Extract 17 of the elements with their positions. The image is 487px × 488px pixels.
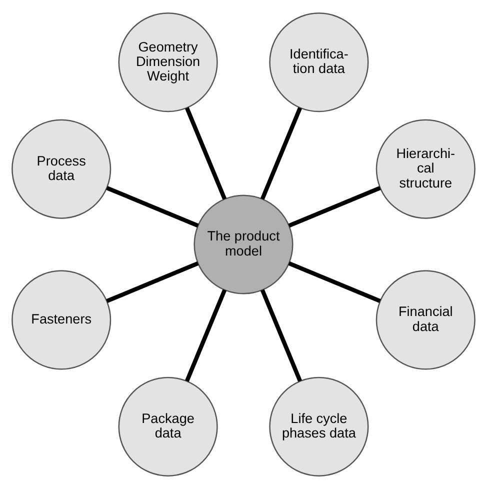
- node-circle: Identifica- tion data: [269, 12, 369, 112]
- connector: [288, 260, 381, 303]
- connector: [288, 185, 381, 228]
- connector: [184, 106, 227, 200]
- node-circle: Geometry Dimension Weight: [118, 12, 218, 112]
- node-circle: Life cycle phases data: [269, 376, 369, 476]
- node-circle: The product model: [194, 194, 294, 294]
- connector: [106, 185, 199, 228]
- node-circle: Process data: [12, 118, 112, 218]
- connector: [260, 106, 302, 200]
- node-circle: Financial data: [376, 270, 476, 370]
- node-circle: Fasteners: [12, 270, 112, 370]
- connector: [184, 288, 227, 382]
- connector: [260, 288, 302, 382]
- node-circle: Package data: [118, 376, 218, 476]
- connector: [106, 260, 199, 303]
- node-circle: Hierarchi- cal structure: [376, 118, 476, 218]
